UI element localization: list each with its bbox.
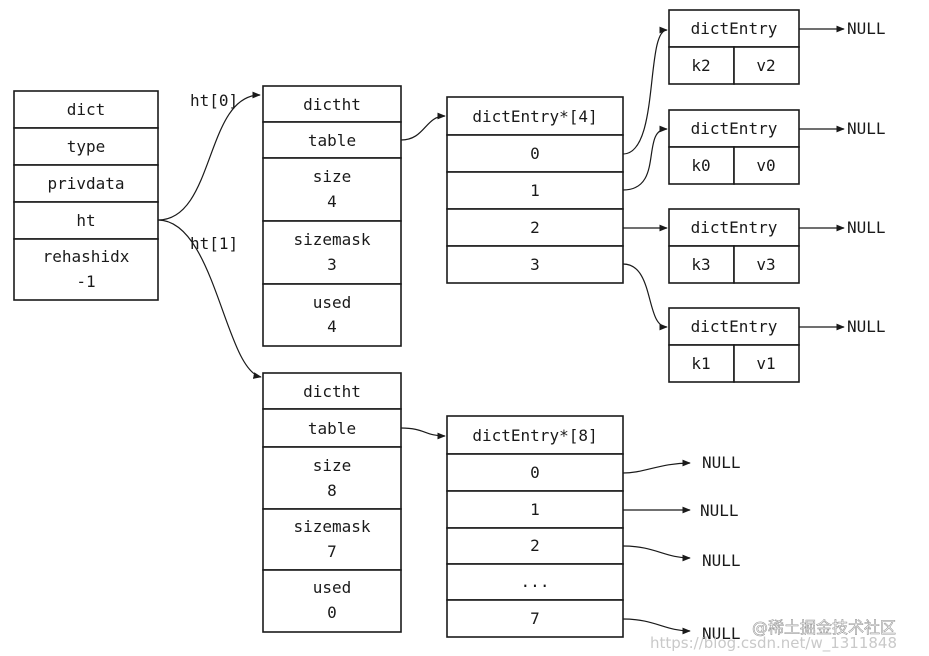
dict-field-rehashidx: rehashidx (43, 247, 130, 266)
table8-null: NULL (702, 551, 741, 570)
ht1-used-value: 0 (327, 603, 337, 622)
edge-t8-null (622, 459, 691, 474)
dict-field-type: type (67, 137, 106, 156)
dict-rehashidx-value: -1 (76, 272, 95, 291)
table8-slot: 0 (530, 463, 540, 482)
edge-slot3 (622, 263, 668, 331)
entry-value: v2 (756, 56, 775, 75)
ht1-sizemask-label: sizemask (293, 517, 370, 536)
dict-entry-k0: dictEntry k0 v0 NULL (668, 109, 886, 185)
ht0-sizemask-label: sizemask (293, 230, 370, 249)
ht0-size-value: 4 (327, 192, 337, 211)
ht0-label: ht[0] (190, 91, 238, 110)
entry-value: v0 (756, 156, 775, 175)
connectors (157, 25, 845, 635)
entry-title: dictEntry (691, 119, 778, 138)
ht1-dictht: dictht table size 8 sizemask 7 used 0 (262, 372, 402, 633)
dict-entry-k1: dictEntry k1 v1 NULL (668, 307, 886, 383)
table4-slot: 2 (530, 218, 540, 237)
ht0-size-label: size (313, 167, 352, 186)
ht0-used-value: 4 (327, 317, 337, 336)
table8-title: dictEntry*[8] (472, 426, 597, 445)
ht1-title: dictht (303, 382, 361, 401)
table8-null: NULL (700, 501, 739, 520)
watermark-text: @稀土掘金技术社区 (752, 618, 896, 637)
entry-title: dictEntry (691, 218, 778, 237)
dict-entry-k2: dictEntry k2 v2 NULL (668, 9, 886, 85)
entry-key: k2 (691, 56, 710, 75)
table4-slot: 0 (530, 144, 540, 163)
ht1-label: ht[1] (190, 234, 238, 253)
table8-slot: 2 (530, 536, 540, 555)
table8-null: NULL (702, 624, 741, 643)
edge-ht-to-ht0 (157, 91, 261, 221)
edge-ht1-table (400, 427, 446, 440)
ht1-size-label: size (313, 456, 352, 475)
ht0-used-label: used (313, 293, 352, 312)
edge-slot1 (622, 125, 668, 191)
table4-array: dictEntry*[4] 0 1 2 3 (446, 96, 624, 284)
edge-t8-null (622, 618, 691, 635)
table8-null: NULL (702, 453, 741, 472)
entry-next-null: NULL (847, 218, 886, 237)
entry-value: v1 (756, 354, 775, 373)
ht0-sizemask-value: 3 (327, 255, 337, 274)
ht0-title: dictht (303, 95, 361, 114)
entry-title: dictEntry (691, 317, 778, 336)
dict-struct: dict type privdata ht rehashidx -1 (13, 90, 159, 301)
watermark-url: https://blog.csdn.net/w_1311848 (650, 634, 897, 653)
table8-slot: 1 (530, 500, 540, 519)
entry-key: k0 (691, 156, 710, 175)
edge-slot0 (622, 26, 668, 155)
dict-field-ht: ht (76, 211, 95, 230)
ht0-table: table (308, 131, 356, 150)
ht1-size-value: 8 (327, 481, 337, 500)
entry-next-null: NULL (847, 119, 886, 138)
ht1-table: table (308, 419, 356, 438)
ht1-sizemask-value: 7 (327, 542, 337, 561)
edge-t8-null (622, 545, 691, 562)
entry-title: dictEntry (691, 19, 778, 38)
ht1-used-label: used (313, 578, 352, 597)
entry-value: v3 (756, 255, 775, 274)
entry-next-null: NULL (847, 317, 886, 336)
ht0-dictht: dictht table size 4 sizemask 3 used 4 (262, 85, 402, 347)
table8-array: dictEntry*[8] 0 1 2 ... 7 (446, 415, 624, 638)
table4-slot: 1 (530, 181, 540, 200)
dict-field-privdata: privdata (47, 174, 124, 193)
edge-ht0-table (400, 112, 446, 141)
edge-ht-to-ht1 (157, 219, 262, 379)
table8-slot: ... (521, 572, 550, 591)
table4-title: dictEntry*[4] (472, 107, 597, 126)
dict-title: dict (67, 100, 106, 119)
table4-slot: 3 (530, 255, 540, 274)
dict-entry-k3: dictEntry k3 v3 NULL (668, 208, 886, 284)
entry-key: k3 (691, 255, 710, 274)
table8-slot: 7 (530, 609, 540, 628)
entry-next-null: NULL (847, 19, 886, 38)
watermark: https://blog.csdn.net/w_1311848 @稀土掘金技术社… (650, 618, 897, 653)
entry-key: k1 (691, 354, 710, 373)
